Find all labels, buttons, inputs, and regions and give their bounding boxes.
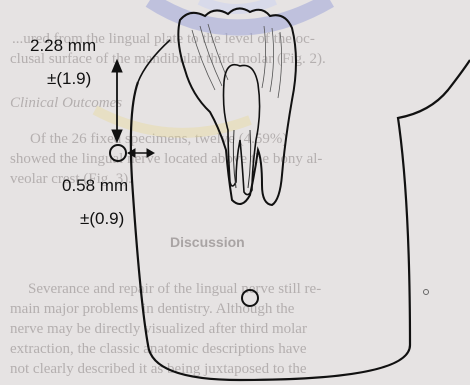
- molar-tooth: [178, 8, 296, 205]
- horizontal-measurement-arrow: [128, 149, 154, 157]
- horizontal-sd-label: ±(0.9): [80, 209, 124, 229]
- horizontal-distance-label: 0.58 mm: [62, 176, 128, 196]
- vertical-measurement-arrow: [112, 60, 122, 142]
- watermark-stamp: [95, 110, 250, 133]
- mandible-outline: [131, 60, 470, 380]
- vertical-distance-label: 2.28 mm: [30, 36, 96, 56]
- lingual-nerve-marker: [110, 145, 126, 161]
- vertical-sd-label: ±(1.9): [47, 69, 91, 89]
- inferior-alveolar-canal-marker: [242, 290, 258, 306]
